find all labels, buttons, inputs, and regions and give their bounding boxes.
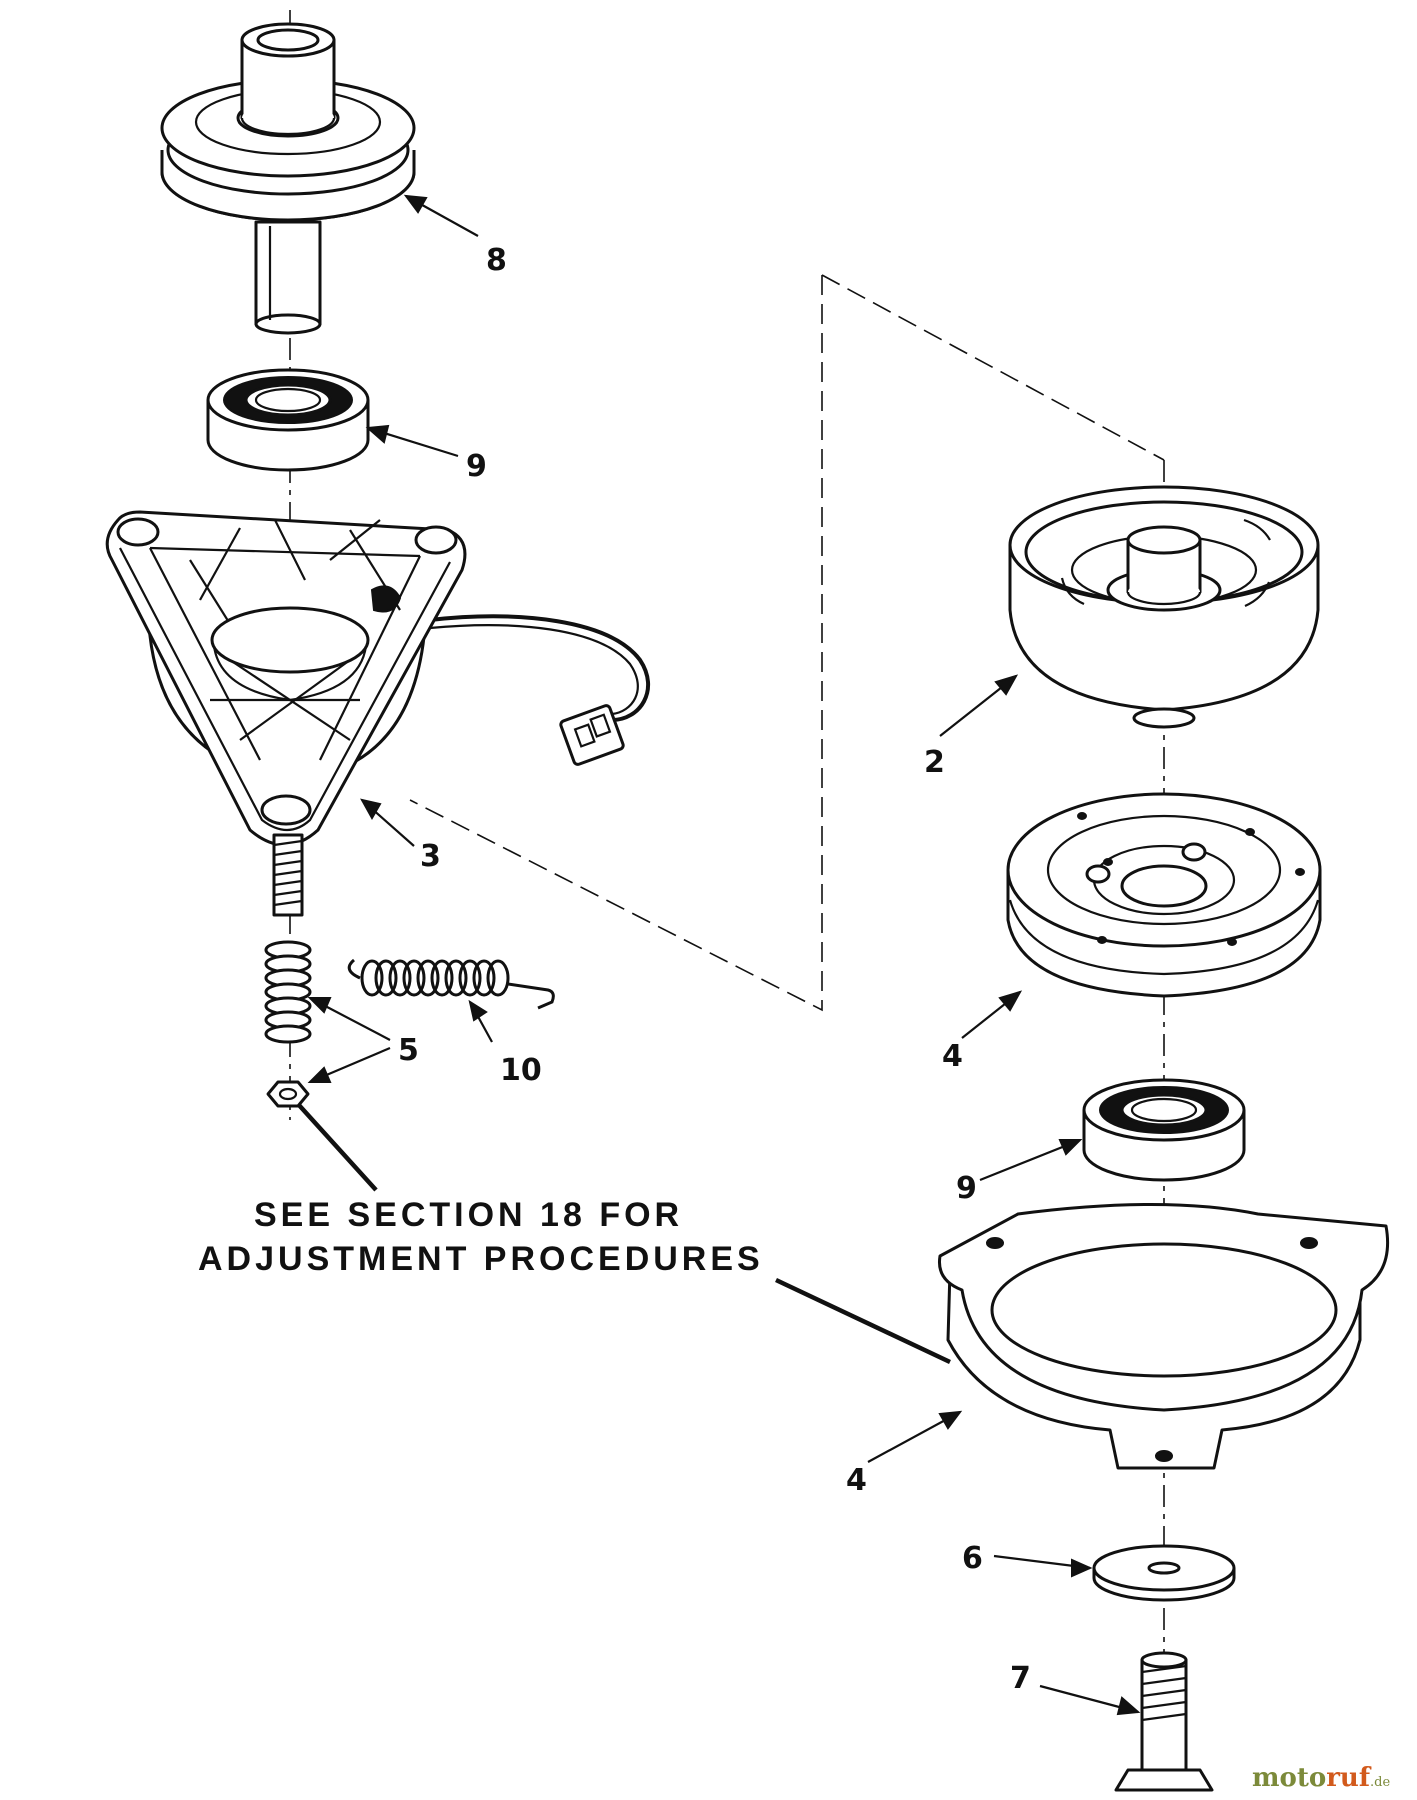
adjuster-spring-nut-illustration [264,940,312,1108]
callout-4-top: 4 [942,1039,963,1074]
tension-spring-illustration [347,958,555,1010]
callout-7: 7 [1010,1661,1031,1696]
phantom-line [409,275,823,1012]
callout-labels: 8 9 3 5 10 2 4 9 4 6 7 [398,243,1031,1696]
washer-illustration [1092,1544,1236,1602]
callout-2: 2 [924,745,945,780]
callout-10: 10 [500,1053,542,1088]
bolt-illustration [1114,1651,1214,1792]
bearing-top-illustration [206,368,370,472]
svg-text:motoruf.de: motoruf.de [1252,1763,1390,1793]
leader-note-nut [296,1102,378,1192]
watermark-logo: motoruf.de [1252,1763,1390,1793]
leader-note-plate [775,1277,951,1365]
callout-8: 8 [486,243,507,278]
armature-illustration [1006,792,1322,998]
callout-4-bottom: 4 [846,1463,867,1498]
callout-9-top: 9 [466,449,487,484]
callout-5: 5 [398,1033,419,1068]
bearing-right-illustration [1082,1078,1246,1182]
callout-9-right: 9 [956,1171,977,1206]
note-line-1: SEE SECTION 18 FOR [254,1196,683,1234]
pulley-spindle-illustration [160,22,416,335]
leader-lines [296,194,1141,1716]
housing-illustration [105,510,651,917]
rotor-illustration [1008,485,1320,729]
adjustment-note: SEE SECTION 18 FOR ADJUSTMENT PROCEDURES [198,1196,764,1278]
brake-plate-illustration [937,1203,1390,1470]
note-line-2: ADJUSTMENT PROCEDURES [198,1240,764,1278]
phantom-line [821,274,1165,461]
callout-3: 3 [420,839,441,874]
callout-6: 6 [962,1541,983,1576]
